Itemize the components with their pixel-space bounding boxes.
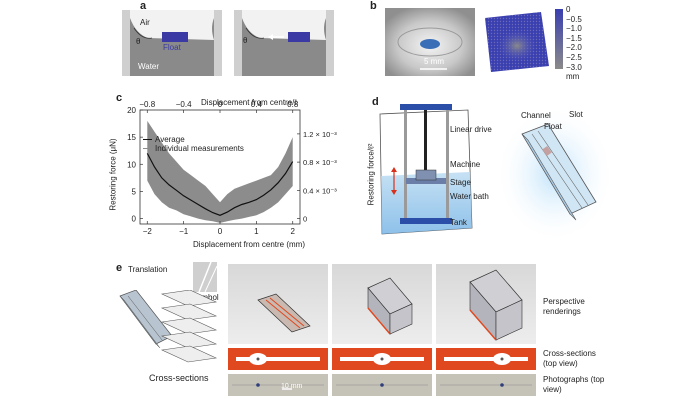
legend-individual-label: Individual measurements <box>155 144 244 153</box>
float-label-d: Float <box>544 122 562 131</box>
colorbar-tick: −2.0 <box>566 43 582 53</box>
chart-ylabel: Restoring force (μN) <box>108 138 118 211</box>
y-right-tick-label: 1.2 × 10⁻³ <box>303 130 337 139</box>
cross-top-3 <box>436 348 536 370</box>
perspective-row-label: Perspective renderings <box>543 297 585 316</box>
water-bath-label: Water bath <box>450 192 489 201</box>
colorbar-unit: mm <box>566 72 580 82</box>
theta-label-right: θ <box>243 36 248 45</box>
y-right-tick-label: 0 <box>303 215 307 224</box>
air-label: Air <box>140 18 150 27</box>
apparatus-diagram <box>379 104 473 235</box>
panel-a-diagram <box>122 10 334 76</box>
chart-xlabel: Displacement from centre (mm) <box>192 240 306 249</box>
cross-sections-label: Cross-sections <box>149 373 209 383</box>
rendering-3 <box>436 264 536 344</box>
d-ylabel: Restoring force/ℓ² <box>366 143 376 206</box>
x-top-tick-label: 0.4 <box>251 100 263 109</box>
x-tick-label: −1 <box>179 227 189 236</box>
slot-label: Slot <box>569 110 583 119</box>
colorbar-tick: −0.5 <box>566 14 582 24</box>
channel-label: Channel <box>521 111 551 120</box>
photo-3 <box>436 374 536 396</box>
colorbar-tick: −1.0 <box>566 24 582 34</box>
legend: Average Individual measurements <box>143 135 244 153</box>
stage-label: Stage <box>450 178 471 187</box>
cross-section-stack <box>160 290 218 363</box>
linear-drive-label: Linear drive <box>450 125 492 134</box>
x-tick-label: −2 <box>143 227 153 236</box>
water-label: Water <box>138 62 160 71</box>
colorbar-tick: −2.5 <box>566 52 582 62</box>
panel-b-label: b <box>370 0 377 12</box>
channel-render <box>500 110 610 238</box>
photo-1 <box>228 374 328 396</box>
x-top-tick-label: 0.8 <box>287 100 299 109</box>
e-scalebar-label: 10 mm <box>281 383 303 390</box>
y-tick-label: 15 <box>127 133 136 142</box>
x-tick-label: 2 <box>291 227 296 236</box>
cross-top-1 <box>228 348 328 370</box>
cross-top-2 <box>332 348 432 370</box>
colorbar-tick: −1.5 <box>566 33 582 43</box>
panel-c-label: c <box>116 92 123 104</box>
exploded-render <box>119 290 173 349</box>
x-top-tick-label: 0 <box>218 100 223 109</box>
legend-average-label: Average <box>155 135 185 144</box>
colorbar-ticks: 0 −0.5 −1.0 −1.5 −2.0 −2.5 −3.0 mm <box>566 5 582 82</box>
symbol-box <box>193 262 217 292</box>
machine-label: Machine <box>450 160 481 169</box>
tank-label: Tank <box>450 218 467 227</box>
translation-label: Translation <box>128 265 168 274</box>
panel-e-label: e <box>116 262 123 274</box>
y-right-tick-label: 0.8 × 10⁻³ <box>303 158 337 167</box>
y-tick-label: 10 <box>127 160 136 169</box>
y-tick-label: 0 <box>132 215 137 224</box>
y-tick-label: 5 <box>132 187 137 196</box>
y-tick-label: 20 <box>127 106 136 115</box>
photos-row-label: Photographs (top view) <box>543 375 605 394</box>
cross-top-row-label: Cross-sections (top view) <box>543 349 596 368</box>
float-label: Float <box>163 43 181 52</box>
x-top-tick-label: −0.8 <box>139 100 155 109</box>
x-tick-label: 0 <box>218 227 223 236</box>
colorbar-tick: −3.0 <box>566 62 582 72</box>
average-line <box>146 153 294 216</box>
panel-d-label: d <box>372 96 379 108</box>
individual-measurements-band <box>147 120 293 223</box>
legend-individual: Individual measurements <box>143 144 244 153</box>
legend-average: Average <box>143 135 244 144</box>
colorbar-tick: 0 <box>566 5 571 14</box>
b-scalebar-label: 5 mm <box>424 57 444 66</box>
colorbar <box>555 9 563 69</box>
x-tick-label: 1 <box>254 227 259 236</box>
chart-top-xlabel: Displacement from centre/ℓ <box>201 98 297 107</box>
surface-map <box>485 12 549 72</box>
panel-a-label: a <box>140 0 147 12</box>
y-right-tick-label: 0.4 × 10⁻³ <box>303 186 337 195</box>
float-photo <box>385 8 475 76</box>
rendering-1 <box>228 264 328 344</box>
theta-label: θ <box>136 37 141 46</box>
photo-2 <box>332 374 432 396</box>
x-top-tick-label: −0.4 <box>176 100 192 109</box>
rendering-2 <box>332 264 432 344</box>
